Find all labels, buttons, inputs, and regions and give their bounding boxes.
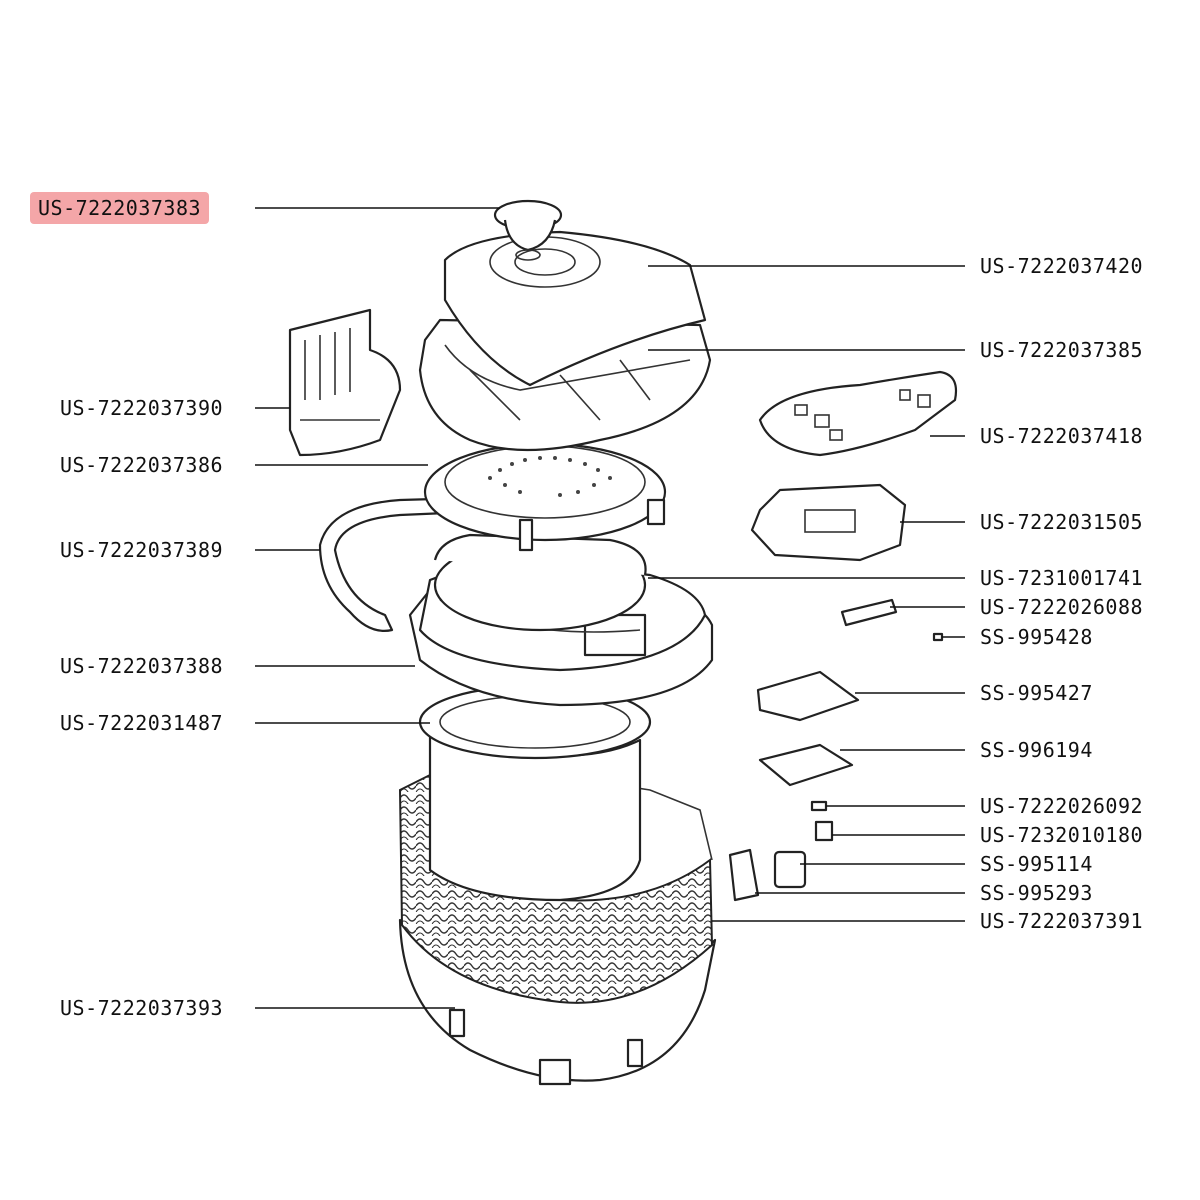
inner-pot-drawing xyxy=(433,533,647,632)
inner-cylinder-drawing xyxy=(418,684,652,902)
filter-plate-drawing xyxy=(423,442,667,552)
valve-knob-drawing xyxy=(493,199,563,261)
part-label-p2[interactable]: US-7222037420 xyxy=(980,254,1144,278)
leader-lines xyxy=(255,207,965,1009)
part-label-p1[interactable]: US-7222037383 xyxy=(30,192,210,224)
part-label-p19[interactable]: SS-995293 xyxy=(980,881,1093,905)
part-label-p3[interactable]: US-7222037385 xyxy=(980,338,1144,362)
part-label-p16[interactable]: US-7222026092 xyxy=(980,794,1144,818)
part-label-p5[interactable]: US-7222037418 xyxy=(980,424,1144,448)
part-label-p7[interactable]: US-7222031505 xyxy=(980,510,1144,534)
part-label-p13[interactable]: SS-995427 xyxy=(980,681,1093,705)
hinge-cover-drawing xyxy=(288,308,402,457)
control-panel-cover-drawing xyxy=(758,370,958,457)
small-parts-drawing xyxy=(728,598,944,902)
part-label-p11[interactable]: SS-995428 xyxy=(980,625,1093,649)
part-label-p18[interactable]: SS-995114 xyxy=(980,852,1093,876)
gasket-part xyxy=(840,598,898,627)
display-board-drawing xyxy=(750,483,907,562)
part-label-p4[interactable]: US-7222037390 xyxy=(60,396,224,420)
part-label-p8[interactable]: US-7222037389 xyxy=(60,538,224,562)
part-label-p15[interactable]: SS-996194 xyxy=(980,738,1093,762)
part-label-p17[interactable]: US-7232010180 xyxy=(980,823,1144,847)
part-label-p6[interactable]: US-7222037386 xyxy=(60,453,224,477)
part-label-p10[interactable]: US-7222026088 xyxy=(980,595,1144,619)
part-label-p9[interactable]: US-7231001741 xyxy=(980,566,1144,590)
part-label-p20[interactable]: US-7222037391 xyxy=(980,909,1144,933)
handle-strap-drawing xyxy=(318,496,472,632)
part-label-p12[interactable]: US-7222037388 xyxy=(60,654,224,678)
part-label-p14[interactable]: US-7222031487 xyxy=(60,711,224,735)
part-label-p21[interactable]: US-7222037393 xyxy=(60,996,224,1020)
